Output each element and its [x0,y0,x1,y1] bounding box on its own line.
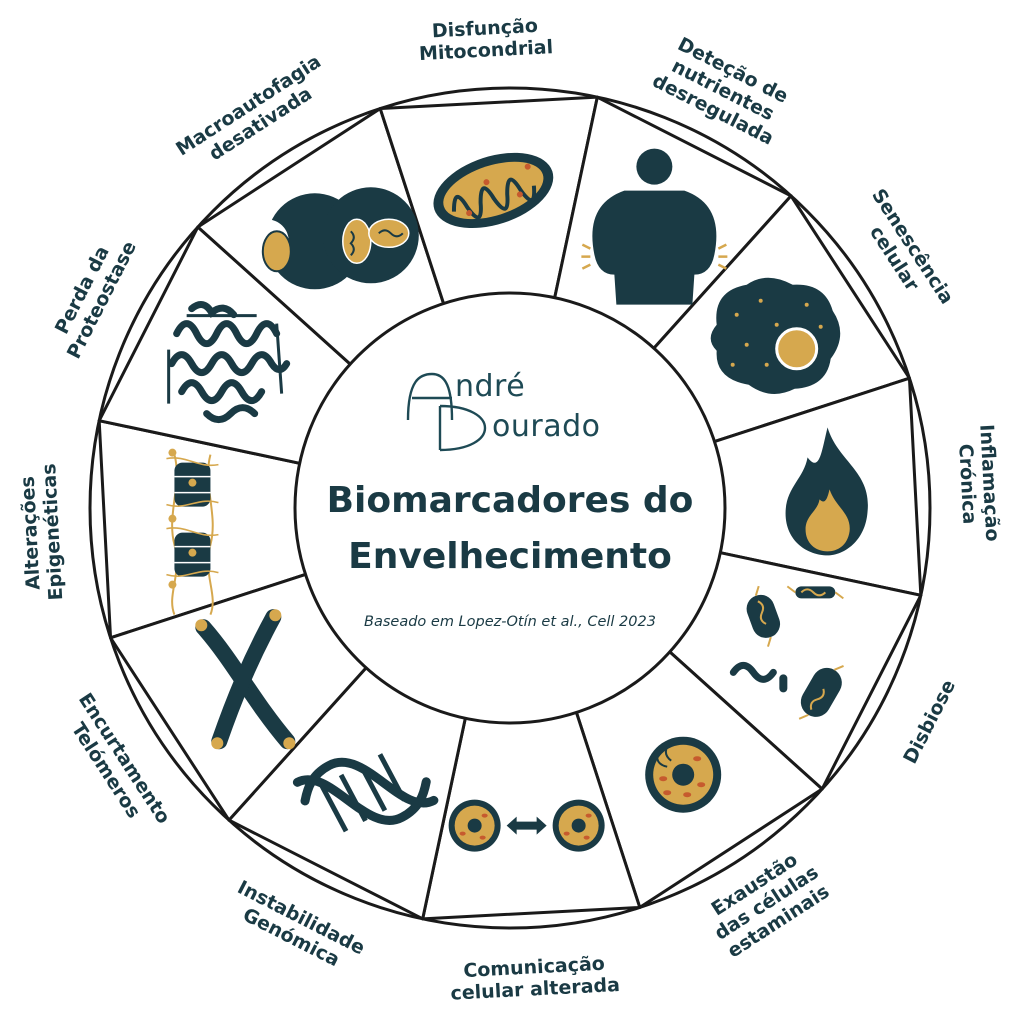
center-title-line1: Biomarcadores do [327,480,694,521]
label-comunicacao-celular: Comunicaçãocelular alterada [449,952,621,1005]
dna-icon [292,753,439,833]
label-detecao-nutrientes: Deteção denutrientesdesregulada [649,31,797,150]
segment-label-text: InstabilidadeGenómica [224,876,369,979]
logo-bottom-text: ourado [492,409,600,444]
segment-label-text: Comunicaçãocelular alterada [449,952,621,1005]
segment-label-text: Senescênciacelular [849,185,958,320]
segment-label-text: InflamaçãoCrónica [953,424,1003,543]
label-senescencia-celular: Senescênciacelular [849,185,958,320]
obese-person-icon [581,148,728,305]
label-instabilidade-genomica: InstabilidadeGenómica [224,876,369,979]
chromosome-icon [195,609,296,750]
flame-icon [785,427,868,556]
segment-label-line: Disbiose [899,676,960,767]
center-panel: ndré ourado Biomarcadores do Envelhecime… [293,291,727,725]
mitochondria-icon [433,152,554,229]
nucleosome-icon [166,448,219,616]
segment-label-text: AlteraçõesEpigenéticas [16,463,67,602]
segment-label-text: Perda daProteostase [43,228,141,363]
segment-label-text: Disbiose [899,676,960,767]
label-exaustao-celulas: Exaustãodas célulasestaminais [699,843,835,963]
segment-label-text: DisfunçãoMitocondrial [417,14,553,65]
label-inflamacao-cronica: InflamaçãoCrónica [953,424,1003,543]
stem-cell-icon [645,736,722,813]
protein-icon [167,301,291,424]
segment-label-text: EncurtamentoTelómeros [55,689,174,840]
label-disfuncao-mitocondrial: DisfunçãoMitocondrial [417,14,553,65]
segment-label-text: Deteção denutrientesdesregulada [649,31,797,150]
outer-rim [88,86,932,930]
segment-label-line: Inflamação [975,424,1003,542]
center-subtitle: Baseado em Lopez-Otín et al., Cell 2023 [364,614,656,630]
center-circle [293,291,727,725]
brand-logo: ndré ourado [406,369,600,452]
label-perda-proteostase: Perda daProteostase [43,228,141,363]
label-encurtamento-telomeros: EncurtamentoTelómeros [55,689,175,840]
center-title-line2: Envelhecimento [348,536,672,577]
segment-label-line: Crónica [954,443,980,525]
segment-label-text: Exaustãodas célulasestaminais [699,843,835,963]
bacteria-icon [729,585,844,720]
logo-d-mark [438,404,486,452]
logo-a-mark [406,372,454,421]
label-alteracoes-epigeneticas: AlteraçõesEpigenéticas [16,463,68,602]
autophagy-icon [244,187,419,290]
icons-layer [166,148,868,852]
label-disbiose: Disbiose [899,676,960,767]
senescent-cell-icon [710,277,841,394]
logo-top-text: ndré [455,369,525,404]
cell-communication-icon [448,799,605,852]
